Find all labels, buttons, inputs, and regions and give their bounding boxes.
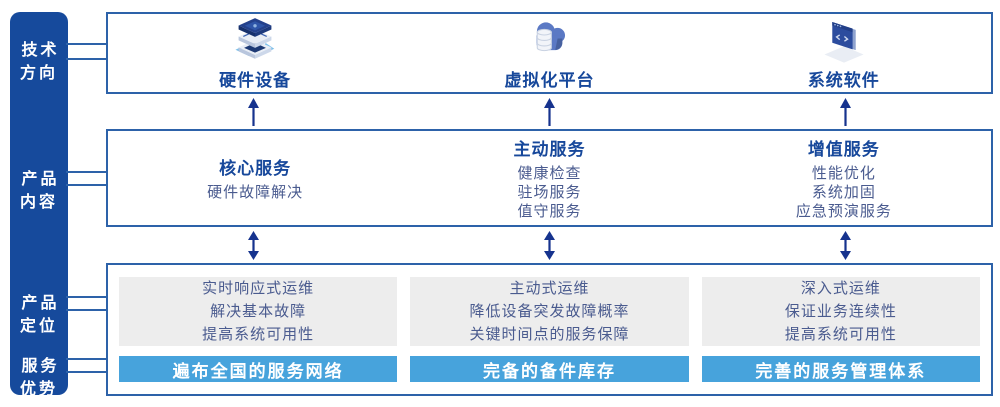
- positioning-line: 实时响应式运维: [202, 280, 315, 297]
- sidebar-label-product-positioning: 产品 定位: [19, 295, 60, 335]
- service-item: 性能优化: [811, 165, 876, 182]
- positioning-column-proactive: 主动式运维 降低设备突发故障概率 关键时间点的服务保障 完备的备件库存: [410, 277, 689, 382]
- double-arrow-icon: [839, 231, 851, 260]
- positioning-line: 降低设备突发故障概率: [469, 303, 630, 320]
- tech-item-virtualization: 虚拟化平台: [402, 14, 696, 92]
- positioning-line: 解决基本故障: [210, 303, 307, 320]
- service-item: 系统加固: [811, 184, 876, 201]
- service-item: 值守服务: [517, 203, 582, 220]
- service-item: 硬件故障解决: [207, 184, 304, 201]
- service-item: 健康检查: [517, 165, 582, 182]
- advantage-bar: 遍布全国的服务网络: [119, 356, 398, 382]
- service-column-proactive: 主动服务 健康检查 驻场服务 值守服务: [402, 131, 696, 225]
- positioning-line: 关键时间点的服务保障: [469, 326, 630, 343]
- positioning-description-box: 深入式运维 保证业务连续性 提高系统可用性: [701, 277, 980, 346]
- up-arrow-icon: [544, 97, 555, 126]
- sidebar-label-product-content: 产品 内容: [19, 171, 60, 211]
- positioning-line: 保证业务连续性: [784, 303, 897, 320]
- service-column-header: 主动服务: [513, 140, 586, 159]
- positioning-line: 主动式运维: [509, 280, 590, 297]
- positioning-column-realtime: 实时响应式运维 解决基本故障 提高系统可用性 遍布全国的服务网络: [119, 277, 398, 382]
- service-item: 应急预演服务: [795, 203, 892, 220]
- positioning-line: 深入式运维: [800, 280, 881, 297]
- category-sidebar: 技术 方向 产品 内容 产品 定位 服务 优势: [10, 12, 68, 398]
- tech-item-label: 硬件设备: [219, 71, 292, 90]
- server-stack-icon: [235, 18, 275, 59]
- positioning-description-box: 主动式运维 降低设备突发故障概率 关键时间点的服务保障: [410, 277, 689, 346]
- connector-line: [66, 371, 107, 373]
- connector-line: [66, 184, 107, 186]
- service-column-core: 核心服务 硬件故障解决: [108, 131, 402, 225]
- connector-line: [66, 43, 107, 45]
- advantage-bar: 完备的备件库存: [410, 356, 689, 382]
- positioning-panel: 实时响应式运维 解决基本故障 提高系统可用性 遍布全国的服务网络 主动式运维 降…: [106, 263, 993, 396]
- positioning-description-box: 实时响应式运维 解决基本故障 提高系统可用性: [119, 277, 398, 346]
- service-column-header: 核心服务: [219, 159, 292, 178]
- connector-line: [66, 309, 107, 311]
- up-arrow-icon: [248, 97, 260, 126]
- up-arrows-row: [106, 96, 993, 127]
- positioning-column-indepth: 深入式运维 保证业务连续性 提高系统可用性 完善的服务管理体系: [701, 277, 980, 382]
- sidebar-label-tech-direction: 技术 方向: [19, 42, 60, 82]
- advantage-bar: 完善的服务管理体系: [701, 356, 980, 382]
- up-arrow-icon: [839, 97, 851, 126]
- double-arrow-icon: [248, 231, 260, 260]
- cloud-database-icon: [536, 22, 566, 52]
- connector-line: [66, 296, 107, 298]
- product-content-panel: 核心服务 硬件故障解决 主动服务 健康检查 驻场服务 值守服务 增值服务 性能优…: [106, 129, 993, 227]
- tech-item-hardware: 硬件设备: [108, 14, 402, 92]
- service-column-header: 增值服务: [807, 140, 880, 159]
- connector-line: [66, 358, 107, 360]
- software-window-icon: [824, 22, 864, 63]
- service-item: 驻场服务: [517, 184, 582, 201]
- tech-direction-panel: 硬件设备 虚拟化平台: [106, 12, 993, 94]
- double-arrows-row: [106, 230, 993, 261]
- positioning-line: 提高系统可用性: [784, 326, 897, 343]
- tech-item-label: 系统软件: [807, 71, 880, 90]
- tech-item-system-software: 系统软件: [697, 14, 991, 92]
- connector-line: [66, 171, 107, 173]
- double-arrow-icon: [544, 231, 555, 260]
- positioning-line: 提高系统可用性: [202, 326, 315, 343]
- sidebar-label-service-advantage: 服务 优势: [19, 358, 60, 398]
- tech-item-label: 虚拟化平台: [504, 71, 595, 90]
- connector-line: [66, 58, 107, 60]
- service-column-value-added: 增值服务 性能优化 系统加固 应急预演服务: [697, 131, 991, 225]
